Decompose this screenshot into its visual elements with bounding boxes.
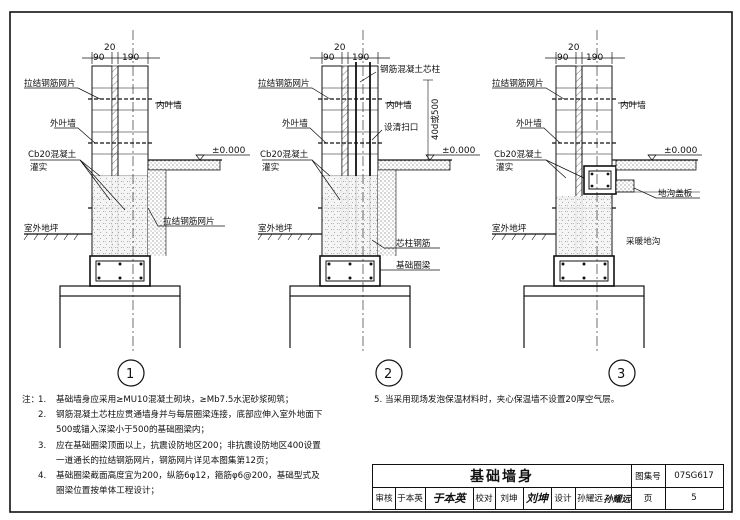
detail2-number: 2 xyxy=(384,367,392,382)
title-block: 基础墙身 图集号 07SG617 审核 于本英 于本英 校对 刘坤 刘坤 设计 … xyxy=(372,464,724,510)
detail3-dim-90: 90 xyxy=(557,53,569,63)
detail2-core-column-label: 钢筋混凝土芯柱 xyxy=(380,63,441,75)
note-3-line-1: 应在基础圈梁顶面以上，抗震设防地区200；非抗震设防地区400设置 xyxy=(56,440,321,451)
review-label: 审核 xyxy=(375,494,393,504)
note-2-line-1: 钢筋混凝土芯柱应贯通墙身并与每层圈梁连接，底部应伸入室外地面下 xyxy=(56,410,323,421)
detail3-inner-leaf-label: 内叶墙 xyxy=(620,99,646,111)
detail3-outer-leaf-label: 外叶墙 xyxy=(516,117,542,129)
detail-1: 20 90 190 xyxy=(23,30,250,387)
detail2-dim-190: 190 xyxy=(352,53,369,63)
reviewer-name: 于本英 xyxy=(397,494,423,504)
sheet-frame xyxy=(9,11,733,513)
detail3-trench-cover-label: 地沟盖板 xyxy=(658,187,693,199)
detail2-concrete-label: Cb20混凝土 xyxy=(260,148,309,160)
note-2-line-2: 500或锚入深梁小于500的基础圈梁内； xyxy=(56,425,210,436)
detail2-ring-beam-label: 基础圈梁 xyxy=(396,259,431,271)
detail1-concrete-label: Cb20混凝土 xyxy=(28,148,77,160)
note-4-line-1: 基础圈梁截面高度宜为200，纵筋6φ12，箍筋φ6@200，基础型式及 xyxy=(56,471,320,482)
detail1-level: ±0.000 xyxy=(212,146,246,156)
detail2-level: ±0.000 xyxy=(442,146,476,156)
detail3-ground-label: 室外地坪 xyxy=(492,222,527,234)
detail1-number: 1 xyxy=(126,367,134,382)
detail3-level: ±0.000 xyxy=(664,146,698,156)
note-3-number: 3. xyxy=(38,440,47,451)
page-label: 页 xyxy=(643,494,653,504)
atlas-label: 图集号 xyxy=(635,472,661,482)
note-4-number: 4. xyxy=(38,471,47,482)
detail2-grout-label: 灌实 xyxy=(262,161,280,173)
note-5: 5. 当采用现场发泡保温材料时，夹心保温墙不设置20厚空气层。 xyxy=(374,393,619,408)
reviewer-signature: 于本英 xyxy=(432,492,466,505)
drawing-title: 基础墙身 xyxy=(470,469,534,485)
detail2-anchor-label: 40d或500 xyxy=(429,99,441,140)
detail1-grout-label: 灌实 xyxy=(30,161,48,173)
detail2-dim-90: 90 xyxy=(323,53,335,63)
note-2-number: 2. xyxy=(38,410,47,421)
note-1-number: 1. xyxy=(38,395,47,405)
note-4-line-2: 圈梁位置按单体工程设计； xyxy=(56,486,160,497)
detail2-mesh-top-label: 拉结钢筋网片 xyxy=(258,77,310,89)
note-5-number: 5. xyxy=(374,395,383,405)
note-3-line-2: 一道通长的拉结钢筋网片，钢筋网片详见本图集第12页； xyxy=(56,455,274,466)
notes-lead: 注： xyxy=(22,395,40,405)
detail1-ground-label: 室外地坪 xyxy=(24,222,59,234)
detail1-mesh-bottom-label: 拉结钢筋网片 xyxy=(163,215,215,227)
page-number: 5 xyxy=(691,493,697,503)
detail-2: 20 90 190 xyxy=(257,30,480,387)
notes: 注：1. 基础墙身应采用≥MU10混凝土砌块，≥Mb7.5水泥砂浆砌筑； 2. 钢筋… xyxy=(22,393,372,499)
detail2-dim-20: 20 xyxy=(334,43,346,53)
detail3-heating-trench-label: 采暖地沟 xyxy=(626,235,660,247)
detail3-number: 3 xyxy=(617,367,625,382)
detail3-grout-label: 灌实 xyxy=(496,161,514,173)
checker-name: 刘坤 xyxy=(500,494,518,504)
detail1-dim-90: 90 xyxy=(93,53,105,63)
detail2-core-rebar-label: 芯柱钢筋 xyxy=(396,237,431,249)
design-label: 设计 xyxy=(554,494,572,504)
designer-signature: 孙耀远 xyxy=(603,494,631,505)
detail1-dim-190: 190 xyxy=(122,53,139,63)
detail3-dim-20: 20 xyxy=(568,43,580,53)
detail2-ground-label: 室外地坪 xyxy=(258,222,293,234)
detail-3: 20 90 190 xyxy=(491,30,702,387)
detail3-dim-190: 190 xyxy=(586,53,603,63)
detail1-dim-20: 20 xyxy=(104,43,116,53)
detail1-inner-leaf-label: 内叶墙 xyxy=(156,99,182,111)
atlas-number: 07SG617 xyxy=(674,471,714,481)
detail2-outer-leaf-label: 外叶墙 xyxy=(282,117,308,129)
note-5-text: 当采用现场发泡保温材料时，夹心保温墙不设置20厚空气层。 xyxy=(384,395,620,405)
detail1-outer-leaf-label: 外叶墙 xyxy=(50,117,76,129)
detail1-mesh-top-label: 拉结钢筋网片 xyxy=(24,77,76,89)
detail3-mesh-top-label: 拉结钢筋网片 xyxy=(492,77,544,89)
detail2-inner-leaf-label: 内叶墙 xyxy=(386,99,412,111)
detail2-cleanout-label: 设清扫口 xyxy=(384,121,418,133)
designer-name: 孙耀远 xyxy=(577,494,603,504)
checker-signature: 刘坤 xyxy=(526,492,548,505)
note-1-line-1: 基础墙身应采用≥MU10混凝土砌块，≥Mb7.5水泥砂浆砌筑； xyxy=(56,395,294,405)
check-label: 校对 xyxy=(475,494,493,504)
detail3-concrete-label: Cb20混凝土 xyxy=(494,148,543,160)
